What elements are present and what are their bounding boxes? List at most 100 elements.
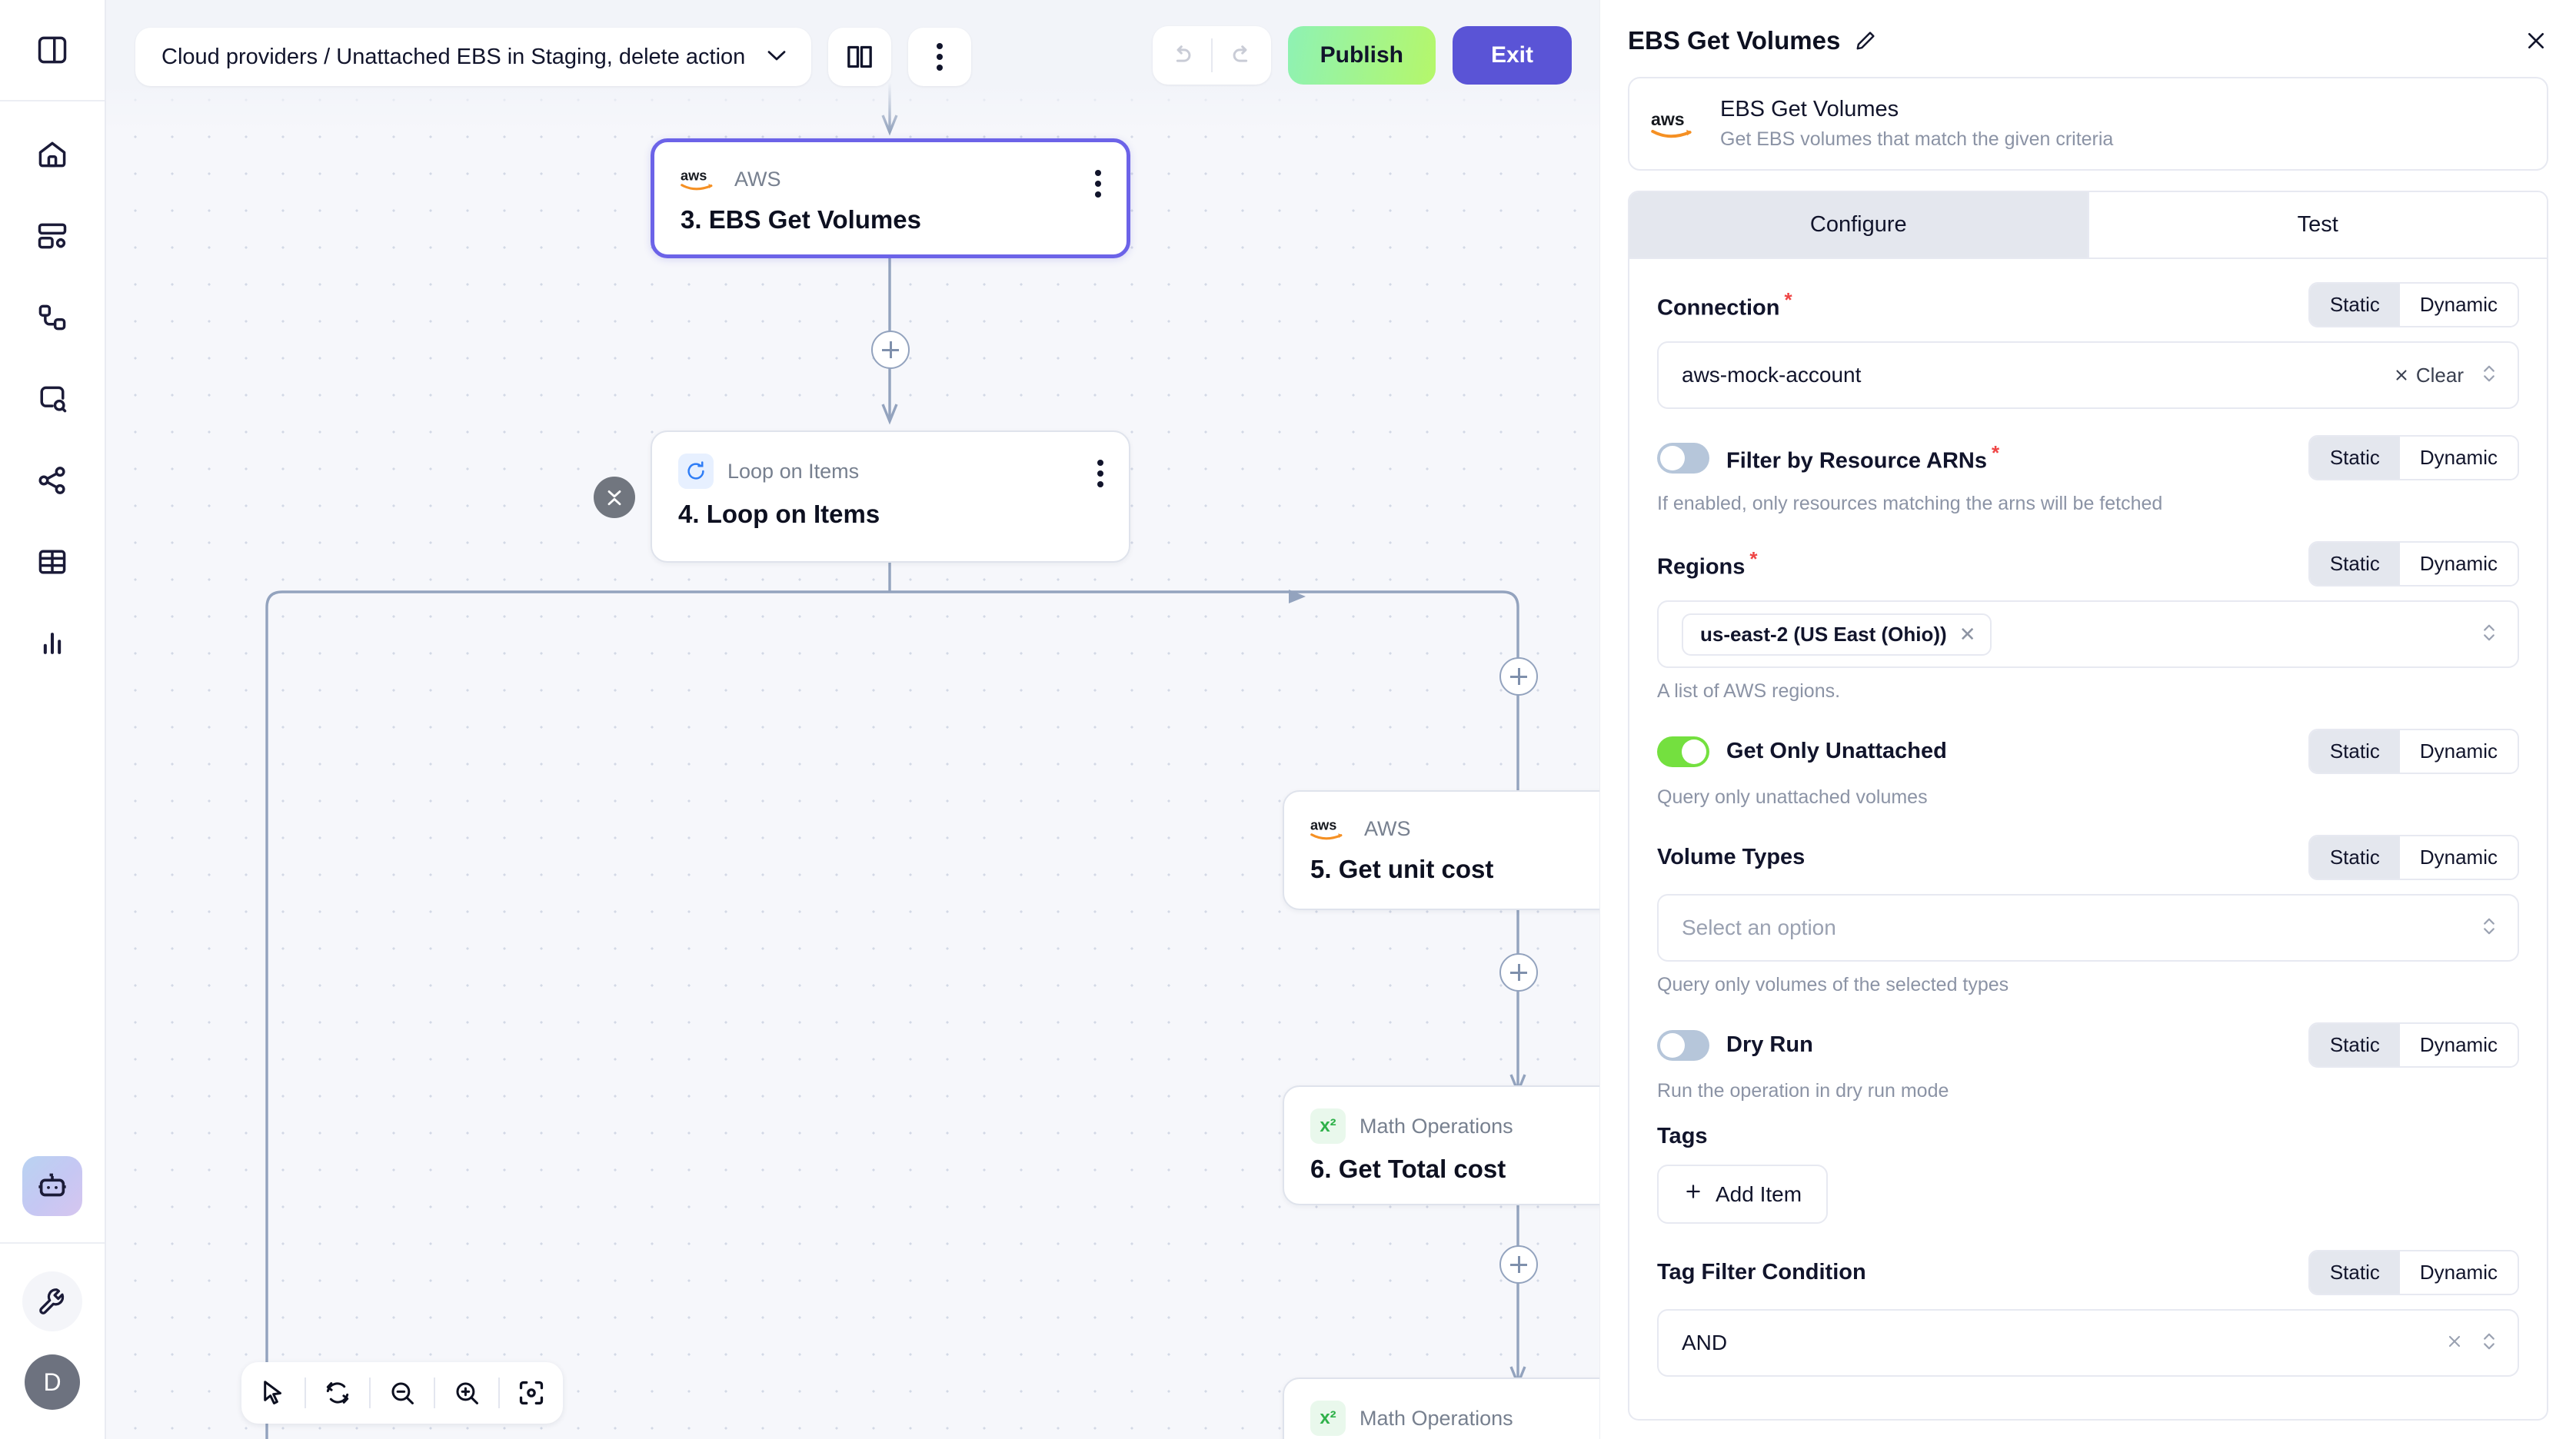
filter-by-arns-toggle[interactable] xyxy=(1657,442,1709,474)
seg-static[interactable]: Static xyxy=(2309,730,2400,773)
chevron-updown-icon[interactable] xyxy=(2481,915,2498,942)
field-hint: A list of AWS regions. xyxy=(1657,680,1841,702)
exit-button[interactable]: Exit xyxy=(1452,26,1572,85)
dry-run-toggle[interactable] xyxy=(1657,1029,1709,1061)
robot-icon[interactable] xyxy=(22,1156,82,1216)
node-header: x² Math Operations xyxy=(1284,1379,1599,1436)
close-icon[interactable] xyxy=(2524,28,2548,53)
workflow-node-3[interactable]: aws AWS 3. EBS Get Volumes xyxy=(651,138,1130,258)
connection-select[interactable]: aws-mock-account Clear xyxy=(1657,341,2519,409)
node-title: 6. Get Total cost xyxy=(1310,1155,1506,1183)
static-dynamic-toggle: Static Dynamic xyxy=(2308,435,2519,480)
add-node-button[interactable] xyxy=(1499,953,1538,992)
sidebar-item-dashboards[interactable] xyxy=(22,206,82,266)
add-tag-item-button[interactable]: Add Item xyxy=(1657,1165,1829,1224)
chevron-updown-icon[interactable] xyxy=(2481,621,2498,648)
regions-multiselect[interactable]: us-east-2 (US East (Ohio)) ✕ xyxy=(1657,600,2519,668)
sidebar-item-inspect[interactable] xyxy=(22,369,82,429)
field-regions: Regions* Static Dynamic us-east-2 (US Ea… xyxy=(1657,541,2519,703)
redo-icon[interactable] xyxy=(1213,26,1271,85)
tab-test[interactable]: Test xyxy=(2087,192,2547,258)
chevron-updown-icon[interactable] xyxy=(2481,1330,2498,1357)
undo-icon[interactable] xyxy=(1153,26,1211,85)
seg-static[interactable]: Static xyxy=(2309,1024,2400,1066)
field-tag-filter-condition: Tag Filter Condition Static Dynamic AND xyxy=(1657,1250,2519,1377)
pointer-icon[interactable] xyxy=(241,1362,305,1424)
zoom-out-icon[interactable] xyxy=(371,1362,434,1424)
sidebar-item-tables[interactable] xyxy=(22,532,82,592)
sidebar-item-analytics[interactable] xyxy=(22,613,82,673)
publish-button[interactable]: Publish xyxy=(1287,26,1436,85)
workflow-node-6[interactable]: x² Math Operations 6. Get Total cost xyxy=(1283,1085,1599,1205)
avatar[interactable]: D xyxy=(25,1354,80,1410)
volume-types-placeholder: Select an option xyxy=(1682,916,1836,939)
remove-region-icon[interactable]: ✕ xyxy=(1959,622,1976,646)
add-node-button[interactable] xyxy=(1499,657,1538,696)
node-header: aws AWS xyxy=(1284,792,1599,844)
zoom-in-icon[interactable] xyxy=(435,1362,498,1424)
wrench-icon[interactable] xyxy=(22,1271,82,1331)
seg-static[interactable]: Static xyxy=(2309,284,2400,326)
more-options-button[interactable] xyxy=(908,28,972,86)
seg-dynamic[interactable]: Dynamic xyxy=(2399,1024,2518,1066)
workflow-node-7[interactable]: x² Math Operations xyxy=(1283,1378,1599,1439)
add-node-button[interactable] xyxy=(1499,1245,1538,1284)
chevron-updown-icon[interactable] xyxy=(2481,362,2498,389)
clear-icon[interactable] xyxy=(2445,1332,2464,1354)
node-config-panel: EBS Get Volumes aws EBS xyxy=(1599,0,2576,1439)
rail-nav xyxy=(0,101,105,673)
node-menu-icon[interactable] xyxy=(1097,458,1104,493)
seg-static[interactable]: Static xyxy=(2309,437,2400,479)
workflow-canvas[interactable]: aws AWS 3. EBS Get Volumes xyxy=(106,0,1599,1439)
sidebar-toggle-icon[interactable] xyxy=(22,20,82,80)
seg-static[interactable]: Static xyxy=(2309,543,2400,585)
node-header: x² Math Operations xyxy=(1284,1087,1599,1144)
aws-logo-icon: aws xyxy=(1310,813,1350,844)
workflow-node-5[interactable]: aws AWS 5. Get unit cost xyxy=(1283,790,1599,910)
collapse-loop-icon[interactable] xyxy=(594,477,635,518)
volume-types-select[interactable]: Select an option xyxy=(1657,894,2519,962)
refresh-icon[interactable] xyxy=(306,1362,369,1424)
clear-connection-button[interactable]: Clear xyxy=(2393,364,2464,387)
sidebar-item-home[interactable] xyxy=(22,125,82,184)
node-card-title: EBS Get Volumes xyxy=(1720,97,1899,121)
add-node-button[interactable] xyxy=(871,331,910,369)
pencil-icon[interactable] xyxy=(1854,29,1877,52)
seg-dynamic[interactable]: Dynamic xyxy=(2399,543,2518,585)
divider xyxy=(305,1378,306,1408)
static-dynamic-toggle: Static Dynamic xyxy=(2308,1022,2519,1068)
connection-value: aws-mock-account xyxy=(1682,363,1862,387)
breadcrumb[interactable]: Cloud providers / Unattached EBS in Stag… xyxy=(135,28,812,86)
seg-dynamic[interactable]: Dynamic xyxy=(2399,1251,2518,1294)
docs-button[interactable] xyxy=(828,28,892,86)
seg-dynamic[interactable]: Dynamic xyxy=(2399,437,2518,479)
seg-dynamic[interactable]: Dynamic xyxy=(2399,730,2518,773)
static-dynamic-toggle: Static Dynamic xyxy=(2308,835,2519,880)
static-dynamic-toggle: Static Dynamic xyxy=(2308,729,2519,774)
field-label: Dry Run xyxy=(1726,1032,1813,1057)
workflow-node-4[interactable]: Loop on Items 4. Loop on Items xyxy=(651,430,1130,563)
divider xyxy=(369,1378,371,1408)
panel-header: EBS Get Volumes xyxy=(1600,0,2576,55)
sidebar-item-integrations[interactable] xyxy=(22,450,82,510)
field-dry-run: Dry Run Static Dynamic Run the operation… xyxy=(1657,1022,2519,1102)
field-volume-types: Volume Types Static Dynamic Select an op… xyxy=(1657,835,2519,996)
seg-dynamic[interactable]: Dynamic xyxy=(2399,836,2518,879)
node-menu-icon[interactable] xyxy=(1094,168,1102,203)
tag-filter-condition-select[interactable]: AND xyxy=(1657,1309,2519,1377)
math-icon: x² xyxy=(1310,1401,1346,1436)
fit-view-icon[interactable] xyxy=(500,1362,563,1424)
left-rail: D xyxy=(0,0,106,1439)
get-only-unattached-toggle[interactable] xyxy=(1657,736,1709,767)
page-title: EBS Get Volumes xyxy=(1628,26,1841,55)
static-dynamic-toggle: Static Dynamic xyxy=(2308,1250,2519,1295)
sidebar-item-workflows[interactable] xyxy=(22,287,82,347)
field-label: Tag Filter Condition xyxy=(1657,1260,1866,1284)
tab-configure[interactable]: Configure xyxy=(1629,192,2088,258)
seg-static[interactable]: Static xyxy=(2309,836,2400,879)
rail-bottom-section: D xyxy=(0,1156,105,1439)
required-asterisk: * xyxy=(1991,441,2000,465)
seg-dynamic[interactable]: Dynamic xyxy=(2399,284,2518,326)
seg-static[interactable]: Static xyxy=(2309,1251,2400,1294)
